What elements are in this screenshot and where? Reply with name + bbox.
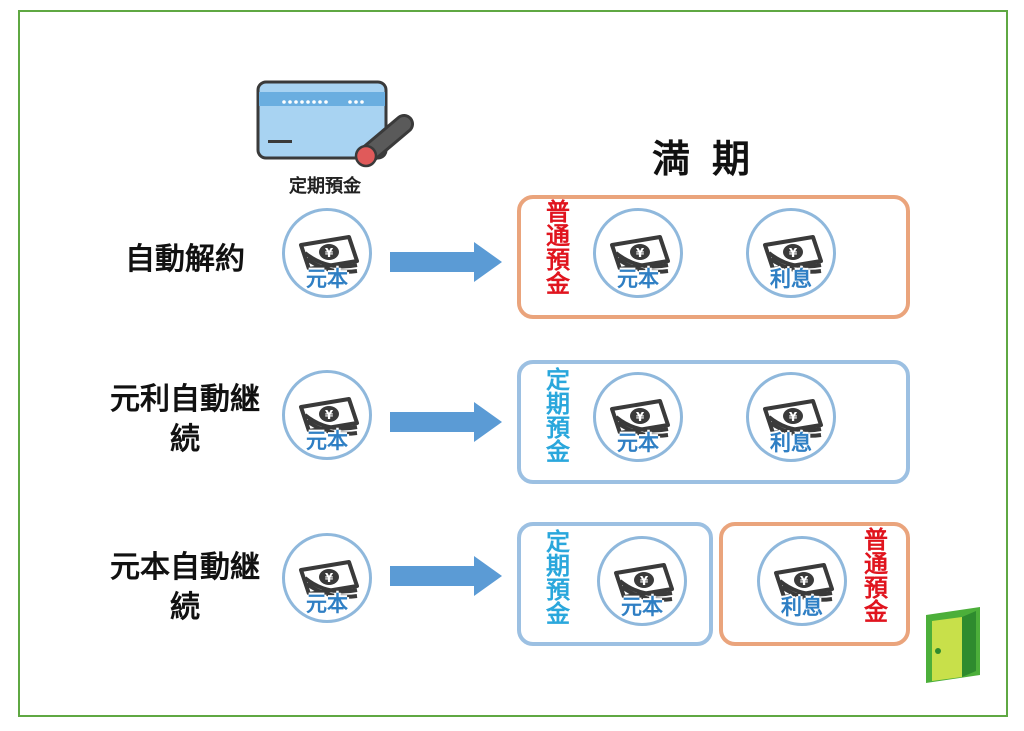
coin-label: 元本 bbox=[621, 595, 663, 619]
banknote-icon: ¥ bbox=[763, 399, 823, 438]
coin-label: 元本 bbox=[617, 267, 659, 291]
diagram-frame bbox=[18, 10, 1008, 717]
time-deposit-box bbox=[517, 522, 713, 646]
banknote-icon: ¥ bbox=[299, 235, 359, 274]
interest-coin: ¥ 利息 bbox=[746, 208, 836, 298]
interest-coin: ¥ 利息 bbox=[757, 536, 847, 626]
banknote-icon: ¥ bbox=[610, 399, 670, 438]
row-label-principal-interest-renewal: 元利自動継続 bbox=[110, 382, 260, 457]
ordinary-deposit-box bbox=[719, 522, 910, 646]
coin-label: 元本 bbox=[306, 267, 348, 291]
ordinary-deposit-label: 普通預金 bbox=[864, 526, 888, 626]
principal-coin: ¥ 元本 bbox=[282, 370, 372, 460]
banknote-icon: ¥ bbox=[610, 235, 670, 274]
door-logo-icon bbox=[926, 607, 980, 683]
time-deposit-box bbox=[517, 360, 910, 484]
coin-label: 元本 bbox=[306, 592, 348, 616]
banknote-icon: ¥ bbox=[774, 563, 834, 602]
coin-label: 利息 bbox=[770, 267, 812, 291]
coin-label: 元本 bbox=[306, 429, 348, 453]
arrow-right-icon bbox=[390, 242, 502, 282]
banknote-icon: ¥ bbox=[299, 397, 359, 436]
arrow-right-icon bbox=[390, 402, 502, 442]
banknote-icon: ¥ bbox=[614, 563, 674, 602]
svg-text:¥: ¥ bbox=[640, 574, 649, 588]
coin-label: 利息 bbox=[781, 595, 823, 619]
svg-text:¥: ¥ bbox=[789, 410, 798, 424]
principal-coin: ¥ 元本 bbox=[593, 372, 683, 462]
time-deposit-label: 定期預金 bbox=[546, 528, 570, 628]
arrow-right-icon bbox=[390, 556, 502, 596]
card-label: 定期預金 bbox=[289, 176, 361, 197]
coin-label: 元本 bbox=[617, 431, 659, 455]
svg-text:¥: ¥ bbox=[325, 246, 334, 260]
banknote-icon: ¥ bbox=[763, 235, 823, 274]
bankbook-card-icon bbox=[254, 78, 414, 177]
page-title: 満期 bbox=[652, 137, 773, 181]
svg-text:¥: ¥ bbox=[789, 246, 798, 260]
principal-coin: ¥ 元本 bbox=[282, 208, 372, 298]
banknote-icon: ¥ bbox=[299, 560, 359, 599]
svg-text:¥: ¥ bbox=[800, 574, 809, 588]
coin-label: 利息 bbox=[770, 431, 812, 455]
row-label-principal-renewal: 元本自動継続 bbox=[110, 550, 260, 625]
svg-text:¥: ¥ bbox=[325, 408, 334, 422]
principal-coin: ¥ 元本 bbox=[593, 208, 683, 298]
svg-text:¥: ¥ bbox=[325, 571, 334, 585]
principal-coin: ¥ 元本 bbox=[282, 533, 372, 623]
principal-coin: ¥ 元本 bbox=[597, 536, 687, 626]
interest-coin: ¥ 利息 bbox=[746, 372, 836, 462]
row-label-auto-cancel: 自動解約 bbox=[125, 242, 245, 277]
time-deposit-label: 定期預金 bbox=[546, 366, 570, 466]
svg-text:¥: ¥ bbox=[636, 246, 645, 260]
svg-text:¥: ¥ bbox=[636, 410, 645, 424]
ordinary-deposit-box bbox=[517, 195, 910, 319]
ordinary-deposit-label: 普通預金 bbox=[546, 198, 570, 298]
